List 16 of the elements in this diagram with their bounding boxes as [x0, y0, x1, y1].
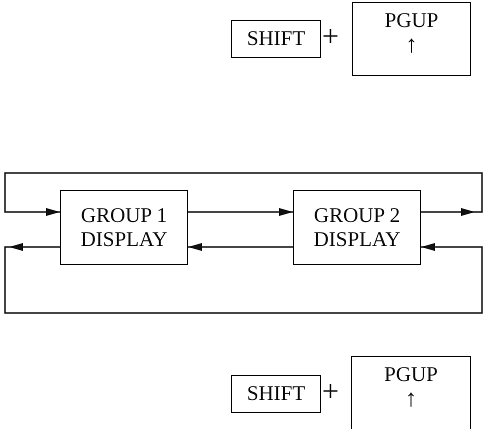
key-box — [231, 375, 321, 413]
key-label: SHIFT — [246, 27, 306, 51]
arrow-symbol: ↑ — [406, 32, 418, 58]
key-label: PGUP — [384, 363, 438, 386]
plus-sign: + — [322, 22, 339, 52]
key-box — [293, 190, 421, 265]
key-box — [60, 190, 188, 265]
key-label: PGUP — [384, 9, 438, 32]
key-label: GROUP 1 DISPLAY — [80, 204, 168, 251]
arrow-symbol: ↑ — [405, 386, 417, 412]
key-label: GROUP 2 DISPLAY — [312, 204, 402, 251]
plus-sign: + — [322, 377, 339, 407]
key-label: SHIFT — [246, 382, 306, 406]
key-box — [352, 2, 471, 76]
key-box — [231, 20, 321, 58]
key-box — [351, 356, 471, 429]
